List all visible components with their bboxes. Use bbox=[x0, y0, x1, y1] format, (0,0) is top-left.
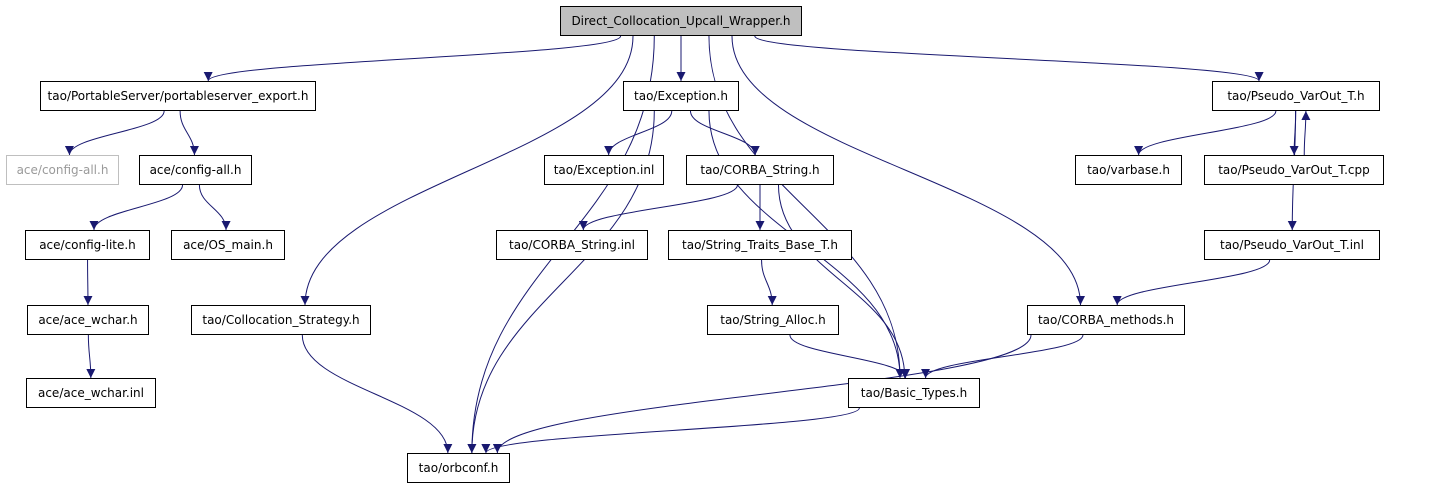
node-pseudo-varout-t-cpp[interactable]: tao/Pseudo_VarOut_T.cpp bbox=[1204, 155, 1384, 185]
node-config-all-h-missing[interactable]: ace/config-all.h bbox=[6, 155, 119, 185]
edge-exc_h-to-cstr_h bbox=[689, 110, 760, 156]
node-corba-string-inl[interactable]: tao/CORBA_String.inl bbox=[496, 230, 648, 260]
node-pseudo-varout-t-inl[interactable]: tao/Pseudo_VarOut_T.inl bbox=[1204, 230, 1380, 260]
edge-pvo_cpp-to-pvo_h bbox=[1301, 110, 1311, 156]
edge-pvo_inl-to-cmeth bbox=[1112, 259, 1271, 306]
node-exception-h[interactable]: tao/Exception.h bbox=[623, 81, 739, 111]
edge-cmeth-to-basic bbox=[921, 334, 1084, 379]
node-collocation-strategy-h[interactable]: tao/Collocation_Strategy.h bbox=[191, 305, 371, 335]
node-basic-types-h[interactable]: tao/Basic_Types.h bbox=[848, 378, 980, 408]
node-corba-methods-h[interactable]: tao/CORBA_methods.h bbox=[1027, 305, 1185, 335]
edge-salloc-to-basic bbox=[789, 334, 910, 379]
node-direct-collocation-upcall-wrapper-h[interactable]: Direct_Collocation_Upcall_Wrapper.h bbox=[560, 6, 802, 36]
node-string-traits-base-t-h[interactable]: tao/String_Traits_Base_T.h bbox=[668, 230, 852, 260]
node-portableserver-export-h[interactable]: tao/PortableServer/portableserver_export… bbox=[40, 81, 316, 111]
edge-root-to-coll bbox=[300, 35, 634, 306]
edge-exc_h-to-exc_inl bbox=[604, 110, 673, 156]
node-string-alloc-h[interactable]: tao/String_Alloc.h bbox=[707, 305, 839, 335]
edge-root-to-pvo_h bbox=[754, 35, 1264, 82]
node-varbase-h[interactable]: tao/varbase.h bbox=[1075, 155, 1182, 185]
edge-cstr_h-to-cstr_inl bbox=[578, 184, 738, 231]
edge-basic-to-orbconf bbox=[481, 407, 860, 454]
node-orbconf-h[interactable]: tao/orbconf.h bbox=[407, 453, 510, 483]
edge-pvo_h-to-varbase bbox=[1134, 110, 1277, 156]
edge-pse-to-cfg_gray bbox=[64, 110, 165, 156]
node-config-lite-h[interactable]: ace/config-lite.h bbox=[25, 230, 150, 260]
edge-cfg_all-to-os_main bbox=[198, 184, 231, 231]
edge-cfg_all-to-cfg_lite bbox=[89, 184, 184, 231]
edge-root-to-cmeth bbox=[731, 35, 1085, 306]
edge-stb-to-salloc bbox=[761, 259, 777, 306]
node-pseudo-varout-t-h[interactable]: tao/Pseudo_VarOut_T.h bbox=[1212, 81, 1380, 111]
node-os-main-h[interactable]: ace/OS_main.h bbox=[171, 230, 285, 260]
node-exception-inl[interactable]: tao/Exception.inl bbox=[544, 155, 664, 185]
edge-coll-to-orbconf bbox=[301, 334, 453, 454]
edge-cmeth-to-orbconf bbox=[492, 334, 1032, 454]
edge-cstr_h-to-basic bbox=[777, 184, 910, 379]
node-ace-wchar-inl[interactable]: ace/ace_wchar.inl bbox=[26, 378, 156, 408]
node-config-all-h[interactable]: ace/config-all.h bbox=[139, 155, 252, 185]
node-corba-string-h[interactable]: tao/CORBA_String.h bbox=[686, 155, 834, 185]
node-ace-wchar-h[interactable]: ace/ace_wchar.h bbox=[27, 305, 149, 335]
edge-pse-to-cfg_all bbox=[179, 110, 199, 156]
edge-root-to-pse bbox=[203, 35, 622, 82]
edge-wchar_h-to-wchar_inl bbox=[86, 334, 96, 379]
